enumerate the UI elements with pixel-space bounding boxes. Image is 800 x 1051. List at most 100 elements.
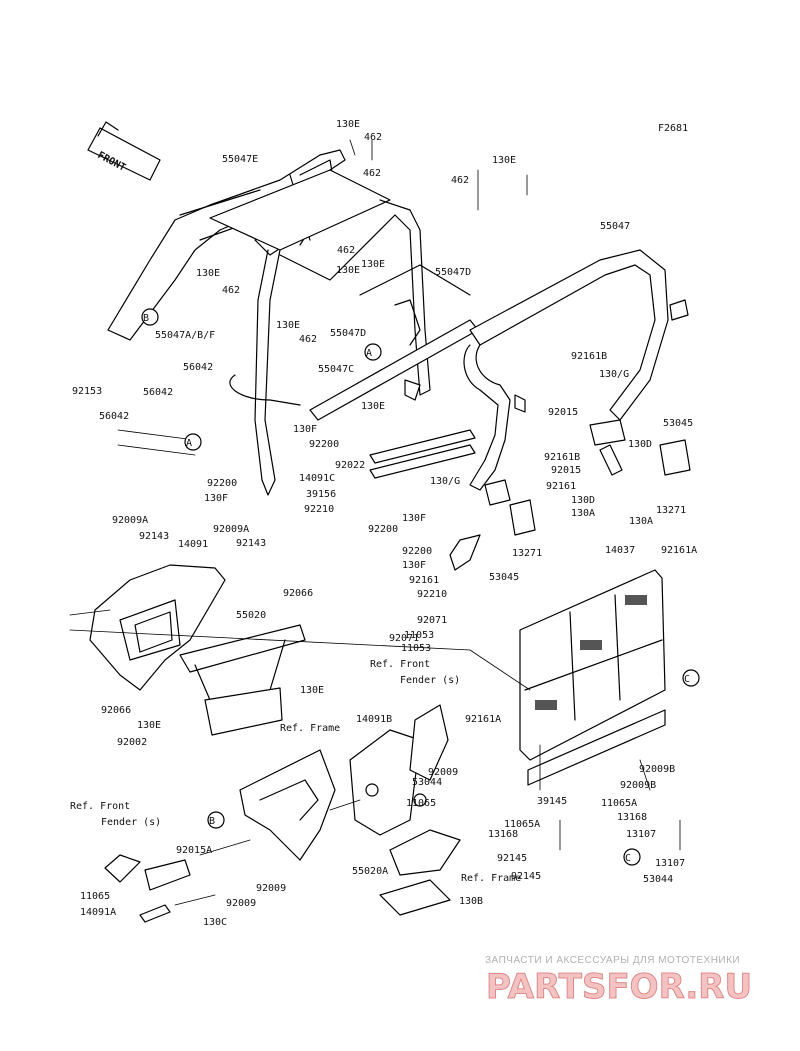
part-number-label: 130F (402, 560, 426, 571)
part-number-label: 462 (451, 175, 469, 186)
part-number-label: 92210 (417, 589, 447, 600)
part-number-label: 92009 (256, 883, 286, 894)
ref-frame-label: Ref. Frame (280, 723, 340, 734)
part-number-label: 130E (361, 259, 385, 270)
part-number-label: 92161A (465, 714, 501, 725)
side-cover (349, 704, 449, 836)
part-number-label: 92161B (571, 351, 607, 362)
part-number-label: 53045 (663, 418, 693, 429)
part-number-label: 462 (364, 132, 382, 143)
part-number-label: 14091A (80, 907, 116, 918)
part-number-label: 92200 (309, 439, 339, 450)
marker-c-2: C (625, 853, 631, 864)
part-number-label: 92066 (101, 705, 131, 716)
part-number-label: 92009B (620, 780, 656, 791)
part-number-label: 462 (222, 285, 240, 296)
part-number-label: 92153 (72, 386, 102, 397)
part-number-label: 92145 (497, 853, 527, 864)
part-number-label: 130E (300, 685, 324, 696)
part-number-label: 13168 (617, 812, 647, 823)
part-number-label: 92161 (546, 481, 576, 492)
ref-front-fender-line1-b: Ref. Front (70, 801, 130, 812)
part-number-label: 130E (196, 268, 220, 279)
part-number-label: 92015 (548, 407, 578, 418)
ref-frame-label-b: Ref. Frame (461, 873, 521, 884)
marker-circles (141, 308, 700, 866)
part-number-label: 53044 (412, 777, 442, 788)
part-number-label: 130B (459, 896, 483, 907)
part-number-label: 92015A (176, 845, 212, 856)
part-number-label: 130D (571, 495, 595, 506)
part-number-label: 56042 (99, 411, 129, 422)
part-number-label: 13107 (626, 829, 656, 840)
part-number-label: 92200 (207, 478, 237, 489)
part-number-label: 92161A (661, 545, 697, 556)
part-number-label: 55047A/B/F (155, 330, 215, 341)
watermark-top: ЗАПЧАСТИ И АКСЕССУАРЫ ДЛЯ МОТОТЕХНИКИ (485, 955, 740, 966)
part-number-label: 92015 (551, 465, 581, 476)
part-number-label: 92145 (511, 871, 541, 882)
right-brackets (449, 419, 691, 571)
part-number-label: 130E (137, 720, 161, 731)
part-number-label: 11053 (404, 630, 434, 641)
part-number-label: 92143 (139, 531, 169, 542)
part-number-label: 130E (492, 155, 516, 166)
part-number-label: 13271 (512, 548, 542, 559)
part-number-label: 130F (293, 424, 317, 435)
part-number-label: 92210 (304, 504, 334, 515)
part-numbers: 130E46255047E462130E130E46255047130E4624… (72, 119, 697, 928)
part-number-label: 11065A (601, 798, 637, 809)
fender-pieces (104, 854, 191, 923)
marker-b-2: B (209, 816, 215, 827)
rops-mid-pieces (229, 264, 479, 421)
part-number-label: 13271 (656, 505, 686, 516)
part-number-label: 11065 (80, 891, 110, 902)
marker-c-1: C (684, 674, 690, 685)
part-number-label: 130/G (430, 476, 460, 487)
front-bumper (179, 624, 306, 736)
part-number-label: 11053 (401, 643, 431, 654)
ref-front-fender-line2-b: Fender (s) (101, 817, 161, 828)
part-number-label: 92009A (213, 524, 249, 535)
part-number-label: 130A (571, 508, 595, 519)
part-number-label: 55047 (600, 221, 630, 232)
part-number-label: 39156 (306, 489, 336, 500)
part-number-label: 462 (299, 334, 317, 345)
part-number-label: 11065A (504, 819, 540, 830)
part-number-label: 130E (336, 265, 360, 276)
part-number-label: 92002 (117, 737, 147, 748)
part-number-label: 11065 (406, 798, 436, 809)
part-number-label: 55020A (352, 866, 388, 877)
part-number-label: 462 (363, 168, 381, 179)
part-number-label: 55047D (330, 328, 366, 339)
marker-a-2: A (186, 438, 192, 449)
lower-bracket (379, 829, 461, 916)
part-number-label: 56042 (143, 387, 173, 398)
front-cover (89, 564, 226, 691)
part-number-label: 462 (337, 245, 355, 256)
part-number-label: 92022 (335, 460, 365, 471)
part-number-label: 55047C (318, 364, 354, 375)
part-number-label: 39145 (537, 796, 567, 807)
leader-lines (69, 139, 681, 906)
rops-cross-bars (209, 169, 431, 496)
part-number-label: 130E (336, 119, 360, 130)
frame-bracket (239, 749, 336, 861)
part-number-label: 130/G (599, 369, 629, 380)
part-number-label: 130E (276, 320, 300, 331)
part-number-label: 130F (402, 513, 426, 524)
net-panel (519, 569, 666, 786)
part-number-label: 92009B (639, 764, 675, 775)
part-number-label: 92071 (389, 633, 419, 644)
part-number-label: 130E (361, 401, 385, 412)
part-number-label: 13107 (655, 858, 685, 869)
part-number-label: 130F (204, 493, 228, 504)
part-number-label: 56042 (183, 362, 213, 373)
part-number-label: 55047D (435, 267, 471, 278)
watermark-logo: PARTSFOR.RU (486, 967, 752, 1007)
part-number-label: 14091 (178, 539, 208, 550)
part-number-label: 92009 (428, 767, 458, 778)
part-number-label: 130C (203, 917, 227, 928)
marker-a-1: A (366, 348, 372, 359)
